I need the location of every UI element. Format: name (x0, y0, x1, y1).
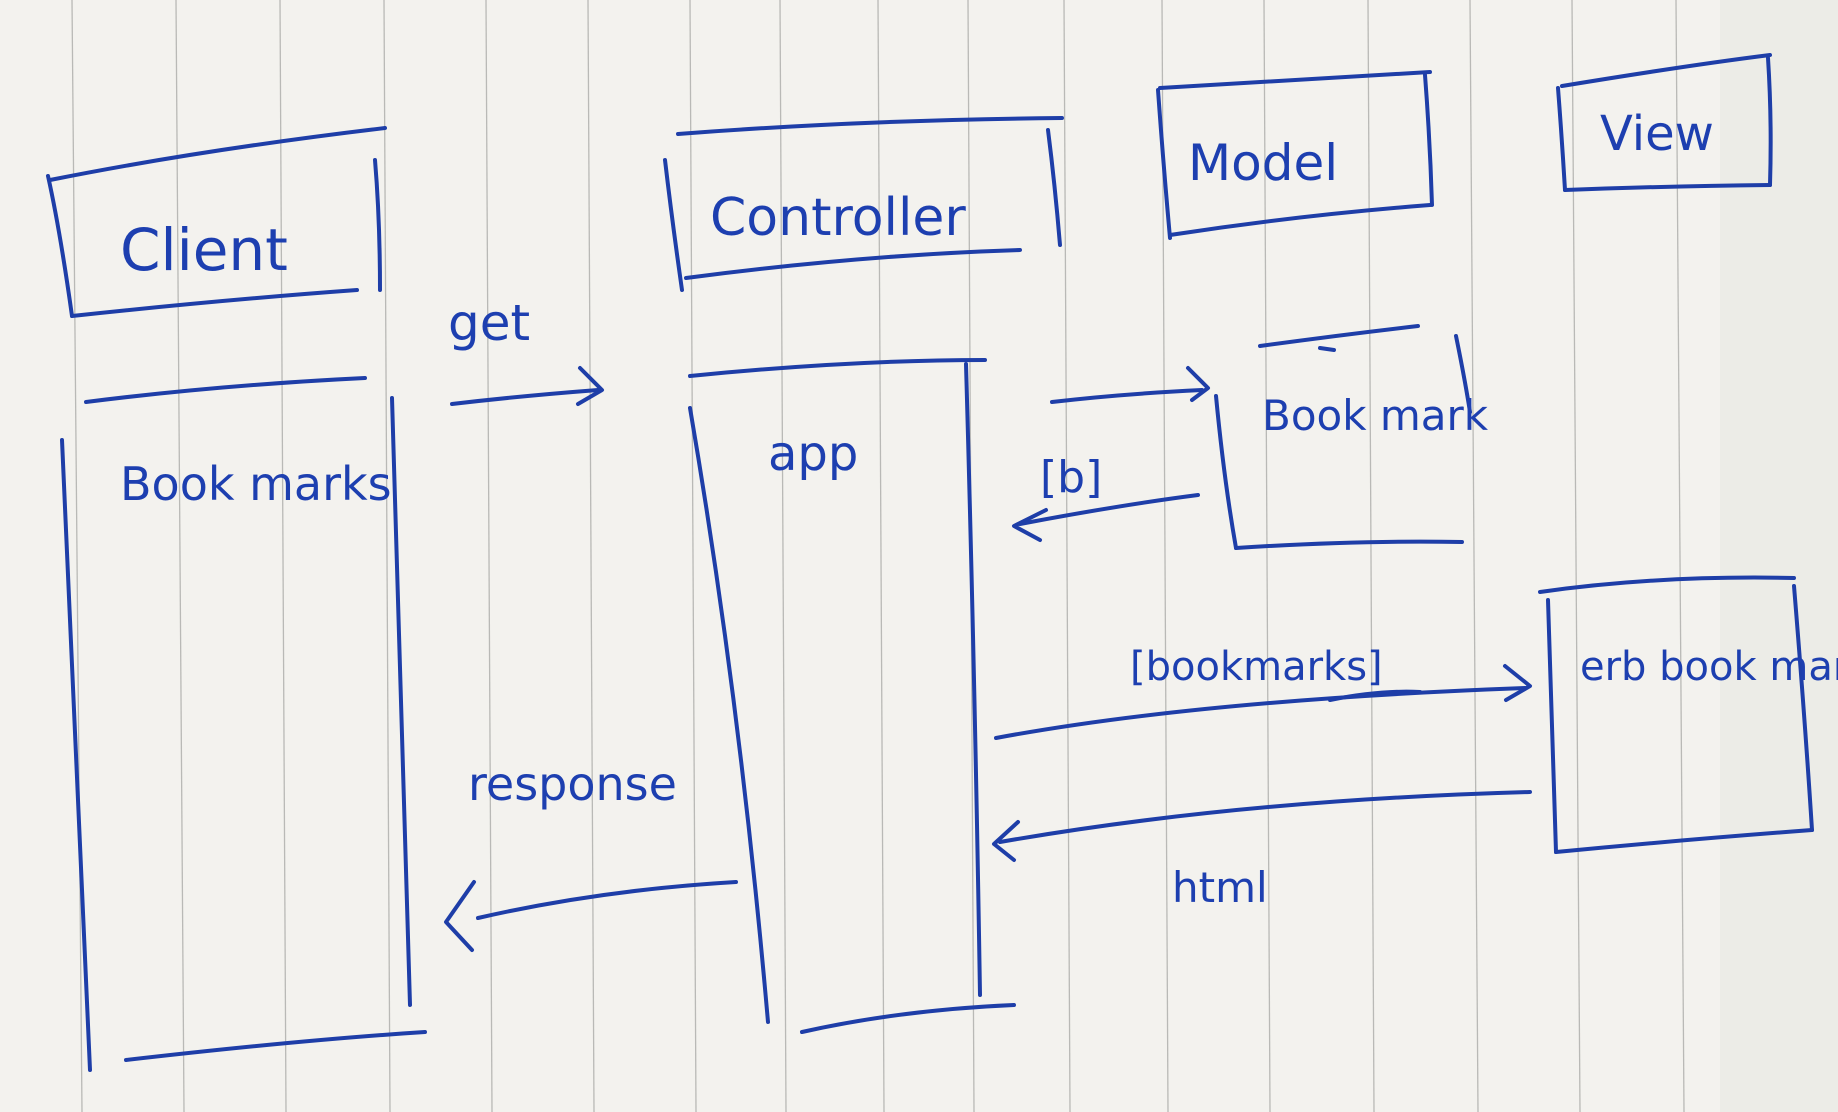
arrow-bookmarks-head (1503, 664, 1532, 702)
paper-rule (779, 0, 787, 1112)
activation-model: Book mark (1214, 324, 1489, 550)
message-get: get (448, 294, 604, 406)
activation-controller: app (688, 358, 1016, 1034)
paper-rule (1063, 0, 1071, 1112)
paper-rule (279, 0, 287, 1112)
arrow-model-call-line (1050, 388, 1204, 404)
paper-rule (485, 0, 493, 1112)
paper-rule (71, 0, 83, 1112)
message-label-model-return: [b] (1040, 452, 1102, 503)
arrow-get-head (576, 366, 604, 406)
message-label-bookmarks: [bookmarks] (1130, 644, 1383, 690)
participant-label-view: View (1600, 106, 1714, 162)
arrow-html-head (992, 820, 1020, 862)
message-label-get: get (448, 294, 530, 352)
arrow-model-call-head (1186, 366, 1210, 402)
message-model-call (1050, 366, 1210, 404)
paper-rule (587, 0, 595, 1112)
message-bookmarks: [bookmarks] (994, 644, 1532, 740)
participant-label-client: Client (120, 216, 288, 284)
activation-label-view: erb book marks (1580, 644, 1838, 690)
participant-controller: Controller (663, 116, 1064, 292)
paper-shadow-corner (1720, 0, 1838, 1112)
message-label-html: html (1172, 863, 1268, 912)
arrow-html-line (998, 790, 1532, 844)
paper-rule (877, 0, 885, 1112)
arrow-model-return-line (1018, 493, 1200, 526)
paper-rule (1367, 0, 1375, 1112)
paper-rule (1469, 0, 1479, 1112)
paper-rule (383, 0, 391, 1112)
activation-client: Book marks (60, 376, 427, 1072)
message-label-response: response (468, 757, 677, 811)
pen-mark (1328, 689, 1422, 702)
participant-label-model: Model (1188, 134, 1338, 192)
paper-rule (1263, 0, 1271, 1112)
paper-rule (1161, 0, 1169, 1112)
participant-view: View (1556, 53, 1773, 192)
participant-model: Model (1156, 70, 1434, 240)
arrow-response-head (444, 880, 476, 952)
arrow-bookmarks-line (994, 686, 1527, 740)
pen-mark (1318, 346, 1336, 352)
paper-rule (175, 0, 185, 1112)
paper-rule (1571, 0, 1581, 1112)
participant-label-controller: Controller (710, 188, 966, 248)
message-response: response (444, 757, 738, 952)
message-html: html (992, 790, 1532, 912)
activation-label-model: Book mark (1262, 391, 1489, 440)
participant-client: Client (46, 126, 387, 318)
activation-label-controller: app (768, 426, 858, 482)
arrow-get-line (450, 388, 600, 406)
message-model-return: [b] (1012, 452, 1200, 542)
arrow-response-line (476, 880, 738, 920)
paper-rule (689, 0, 697, 1112)
activation-view: erb book marks (1538, 575, 1838, 854)
arrow-model-return-head (1012, 508, 1048, 542)
activation-label-client-line1: Book marks (120, 457, 392, 511)
